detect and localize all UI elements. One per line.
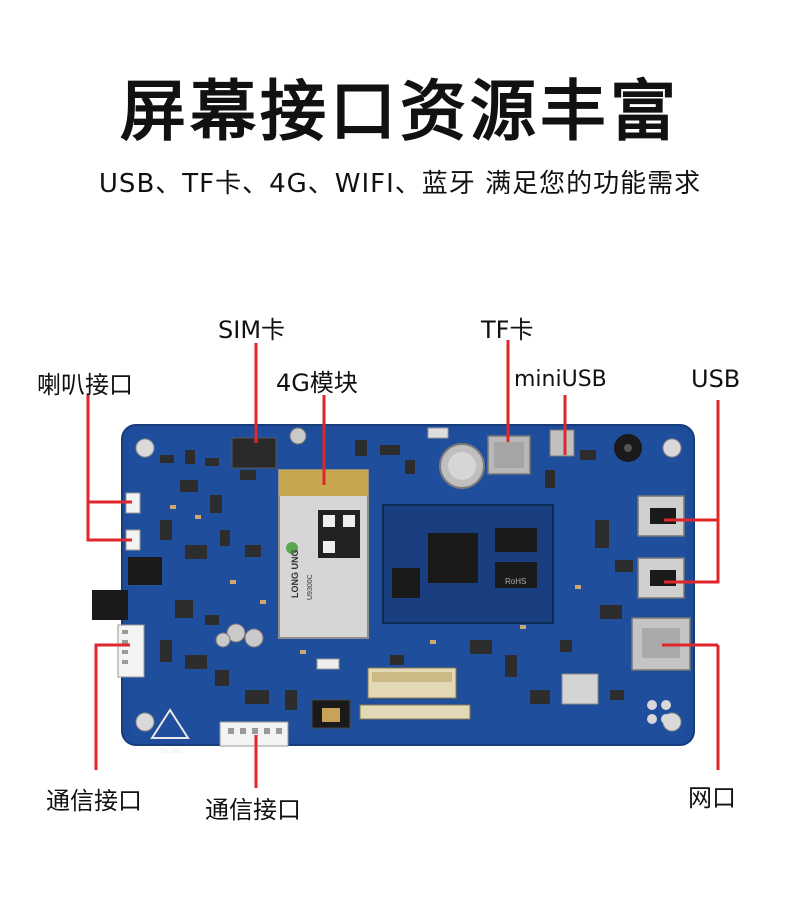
- callout-comm-bottom: 通信接口: [205, 796, 301, 824]
- page-title: 屏幕接口资源丰富: [120, 73, 680, 150]
- flash-chip: [392, 568, 420, 598]
- callout-usb: USB: [691, 365, 741, 393]
- warning-triangle-icon: [150, 708, 190, 739]
- lcd-connector-2: [359, 704, 471, 720]
- callout-sim: SIM卡: [218, 316, 286, 344]
- smd-components: [160, 440, 633, 710]
- wifi-module: [561, 673, 599, 705]
- cpu-chip: [428, 533, 478, 583]
- callout-comm-left: 通信接口: [46, 787, 142, 815]
- mounting-hole: [135, 712, 155, 732]
- small-connector: [316, 658, 340, 670]
- small-connector: [427, 427, 449, 439]
- callout-mini-usb: miniUSB: [514, 367, 607, 392]
- callout-speaker: 喇叭接口: [37, 371, 133, 399]
- chip-mark: RoHS: [505, 577, 526, 586]
- comm-connector-left: [117, 624, 145, 678]
- module-model: U9300C: [307, 574, 314, 600]
- mounting-hole: [662, 438, 682, 458]
- power-jack: [92, 590, 128, 620]
- mounting-hole: [135, 438, 155, 458]
- pad-block: [647, 700, 671, 724]
- callout-4g-module: 4G模块: [276, 369, 358, 397]
- module-brand: LONG UNG: [290, 550, 300, 599]
- callout-lines: [86, 340, 720, 788]
- callout-ethernet: 网口: [688, 784, 736, 812]
- page-subtitle: USB、TF卡、4G、WIFI、蓝牙 满足您的功能需求: [98, 169, 702, 199]
- audio-jack: [128, 557, 162, 585]
- mini-usb-port: [549, 429, 575, 457]
- callout-tf: TF卡: [481, 316, 534, 344]
- ram-chip: [495, 562, 537, 588]
- capacitors: [215, 427, 307, 648]
- ram-chip: [495, 528, 537, 552]
- sim-slot: [231, 437, 277, 469]
- smd-components-light: [170, 505, 581, 654]
- power-mark: 5V-28V: [160, 748, 183, 755]
